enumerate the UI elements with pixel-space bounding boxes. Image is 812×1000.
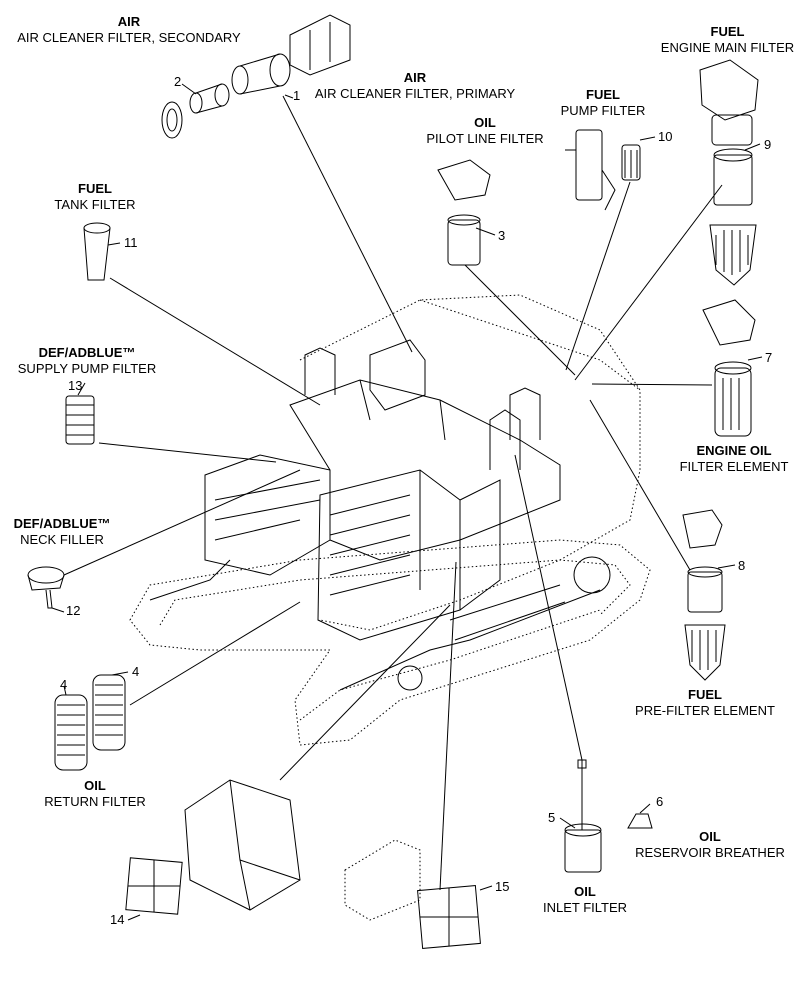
air-cleaner-secondary-illustration: [161, 14, 351, 139]
label-oil-return-category: OIL: [84, 778, 106, 793]
callout-12: 12: [66, 603, 81, 618]
callout-13: 13: [68, 378, 83, 393]
def-neck-filler-illustration: [27, 566, 65, 609]
label-fuel-prefilter: FUEL PRE-FILTER ELEMENT: [620, 687, 790, 719]
fuel-prefilter-illustration: [682, 509, 726, 681]
label-oil-pilot-line-name: PILOT LINE FILTER: [426, 131, 544, 146]
label-fuel-pump: FUEL PUMP FILTER: [548, 87, 658, 119]
callout-4a: 4: [60, 677, 68, 692]
oil-return-filter-illustration: [54, 674, 126, 771]
callout-9: 9: [764, 137, 772, 152]
callout-14: 14: [110, 912, 125, 927]
label-def-supply-pump-category: DEF/ADBLUE™: [38, 345, 136, 360]
label-oil-return-name: RETURN FILTER: [44, 794, 146, 809]
label-def-neck: DEF/ADBLUE™ NECK FILLER: [0, 516, 124, 548]
label-fuel-prefilter-category: FUEL: [688, 687, 722, 702]
def-supply-pump-filter-illustration: [65, 395, 95, 445]
air-cleaner-primary-illustration: [231, 53, 291, 95]
label-def-supply-pump: DEF/ADBLUE™ SUPPLY PUMP FILTER: [2, 345, 172, 377]
callout-8: 8: [738, 558, 746, 573]
pilot-line-filter-illustration: [437, 159, 491, 266]
callout-6: 6: [656, 794, 664, 809]
callout-1: 1: [293, 88, 301, 103]
pump-filter-illustration: [565, 129, 641, 211]
label-air-secondary-name: AIR CLEANER FILTER, SECONDARY: [17, 30, 241, 45]
label-engine-oil-filter: ENGINE OIL FILTER ELEMENT: [664, 443, 804, 475]
label-oil-reservoir-breather-category: OIL: [699, 829, 721, 844]
label-def-neck-category: DEF/ADBLUE™: [13, 516, 111, 531]
label-fuel-pump-name: PUMP FILTER: [560, 103, 646, 118]
leader-lines: [63, 95, 723, 891]
label-air-secondary-category: AIR: [117, 14, 141, 29]
oil-reservoir-breather-illustration: [627, 813, 653, 829]
cab-filter-illustration: [344, 839, 481, 949]
label-engine-oil-filter-name: FILTER ELEMENT: [679, 459, 789, 474]
label-oil-inlet-category: OIL: [574, 884, 596, 899]
label-oil-pilot-line-category: OIL: [474, 115, 496, 130]
label-fuel-tank-name: TANK FILTER: [54, 197, 136, 212]
callout-3: 3: [498, 228, 506, 243]
label-fuel-tank: FUEL TANK FILTER: [40, 181, 150, 213]
label-air-secondary: AIR AIR CLEANER FILTER, SECONDARY: [0, 14, 258, 46]
callout-4b: 4: [132, 664, 140, 679]
label-air-primary: AIR AIR CLEANER FILTER, PRIMARY: [300, 70, 530, 102]
label-fuel-prefilter-name: PRE-FILTER ELEMENT: [635, 703, 775, 718]
label-oil-reservoir-breather: OIL RESERVOIR BREATHER: [620, 829, 800, 861]
oil-inlet-filter-illustration: [564, 759, 602, 873]
callout-11: 11: [124, 235, 138, 250]
callout-ticks: [51, 83, 763, 921]
label-oil-return: OIL RETURN FILTER: [30, 778, 160, 810]
label-fuel-pump-category: FUEL: [586, 87, 620, 102]
label-def-neck-name: NECK FILLER: [20, 532, 104, 547]
label-air-primary-name: AIR CLEANER FILTER, PRIMARY: [314, 86, 516, 101]
label-fuel-tank-category: FUEL: [78, 181, 112, 196]
engine-oil-filter-illustration: [702, 299, 756, 437]
ac-filter-housing-illustration: [125, 779, 301, 915]
callout-15: 15: [495, 879, 510, 894]
tank-filter-illustration: [83, 222, 111, 281]
label-oil-pilot-line: OIL PILOT LINE FILTER: [415, 115, 555, 147]
label-def-supply-pump-name: SUPPLY PUMP FILTER: [17, 361, 157, 376]
label-fuel-engine-main: FUEL ENGINE MAIN FILTER: [650, 24, 805, 56]
label-engine-oil-filter-category: ENGINE OIL: [696, 443, 772, 458]
label-oil-inlet-name: INLET FILTER: [542, 900, 628, 915]
label-air-primary-category: AIR: [403, 70, 427, 85]
callout-2: 2: [174, 74, 182, 89]
label-fuel-engine-main-name: ENGINE MAIN FILTER: [660, 40, 795, 55]
excavator-illustration: [129, 294, 651, 746]
label-fuel-engine-main-category: FUEL: [710, 24, 745, 39]
callout-5: 5: [548, 810, 556, 825]
label-oil-reservoir-breather-name: RESERVOIR BREATHER: [635, 845, 785, 860]
label-oil-inlet: OIL INLET FILTER: [530, 884, 640, 916]
callout-7: 7: [765, 350, 773, 365]
callout-10: 10: [658, 129, 673, 144]
engine-main-filter-illustration: [699, 59, 759, 286]
